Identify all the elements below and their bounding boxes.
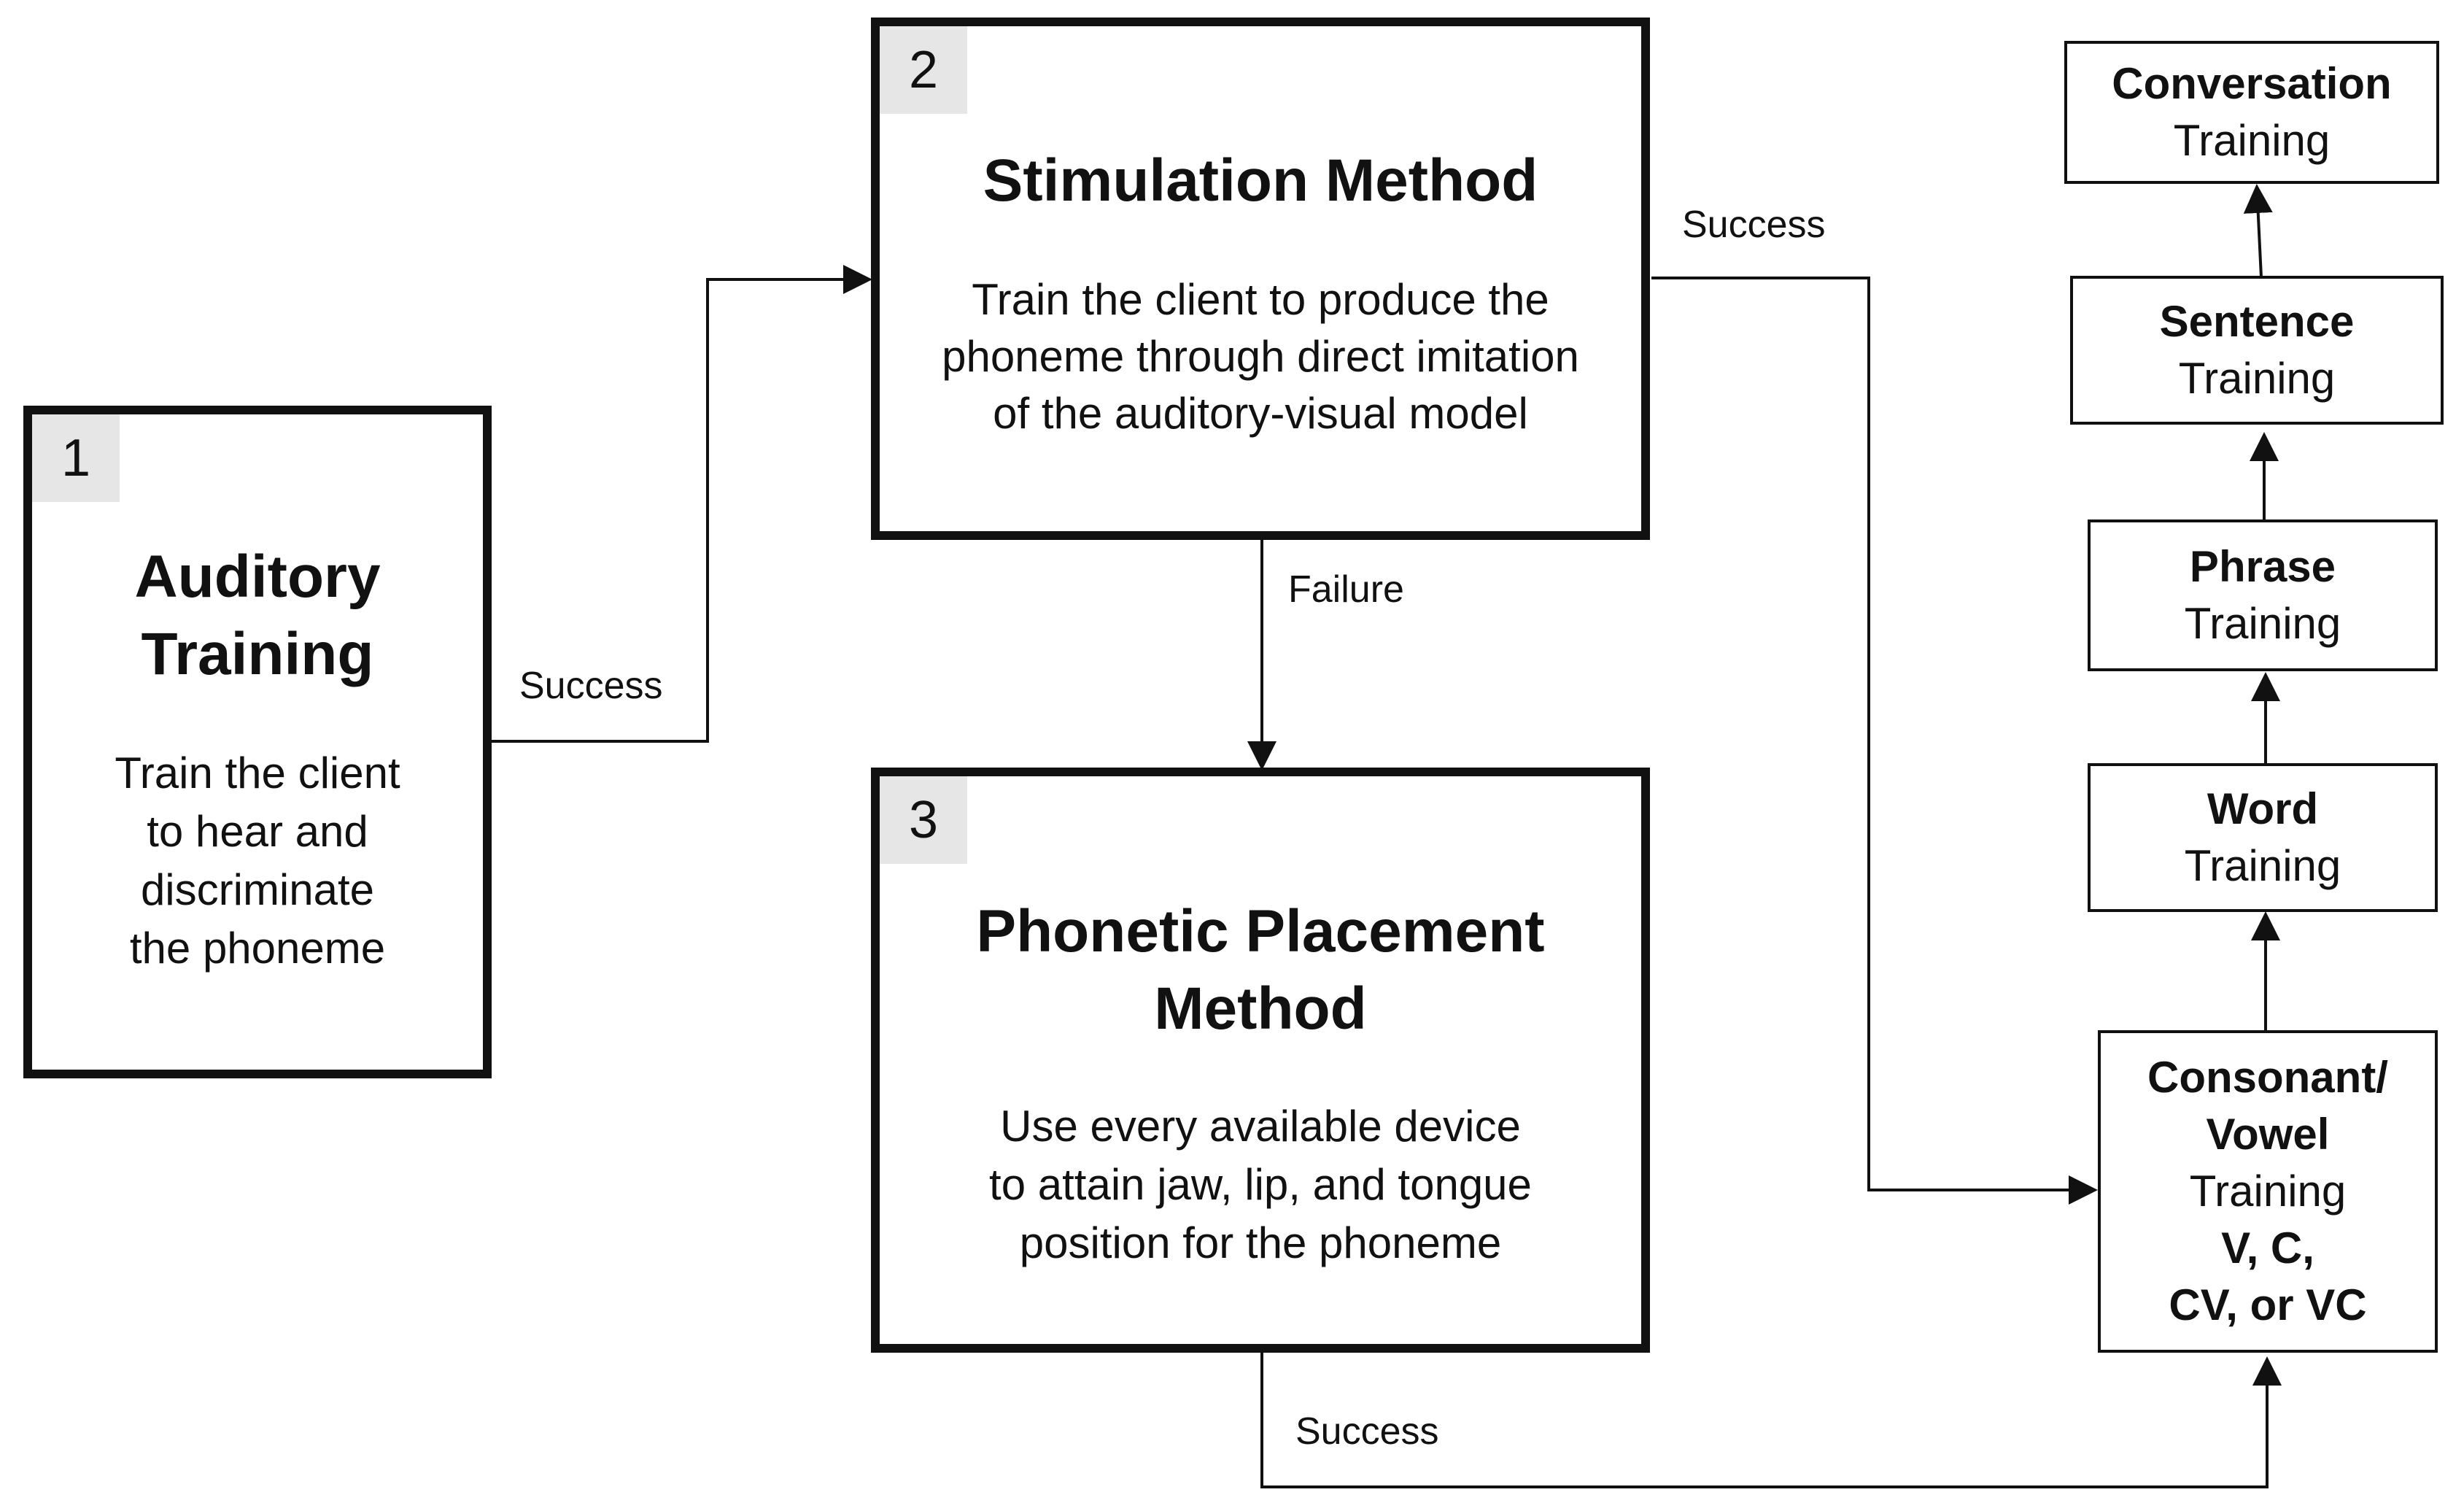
box-description: Train the client to produce the phoneme …	[942, 275, 1579, 438]
step-number: 2	[880, 26, 967, 114]
edge-label-success-stimulation: Success	[1682, 204, 1826, 246]
edge-stimulation-to-cv	[1651, 277, 2098, 1205]
word-training-box: Word Training	[2088, 763, 2438, 912]
edge-label-failure: Failure	[1288, 568, 1404, 611]
phonetic-placement-box: 3 Phonetic Placement Method Use every av…	[871, 768, 1650, 1353]
box-description: Use every available device to attain jaw…	[989, 1102, 1532, 1267]
edge-sentence-to-conversation	[2243, 184, 2273, 278]
phrase-training-box: Phrase Training	[2088, 519, 2438, 671]
sentence-training-box: Sentence Training	[2070, 276, 2444, 425]
edge-auditory-to-stimulation	[489, 265, 872, 743]
edge-label-success-phonetic: Success	[1295, 1410, 1439, 1453]
box-title: Auditory Training	[134, 544, 381, 687]
step-number: 3	[880, 776, 967, 864]
auditory-training-box: 1 Auditory Training Train the client to …	[23, 406, 492, 1078]
consonant-vowel-training-box: Consonant/ Vowel Training V, C, CV, or V…	[2098, 1030, 2438, 1353]
edge-label-success-auditory: Success	[519, 665, 663, 707]
conversation-training-box: Conversation Training	[2064, 41, 2439, 184]
stimulation-method-box: 2 Stimulation Method Train the client to…	[871, 18, 1650, 540]
edge-phonetic-to-cv	[1260, 1353, 2282, 1488]
box-title: Stimulation Method	[983, 147, 1538, 214]
step-number: 1	[32, 414, 120, 502]
box-title: Phonetic Placement Method	[976, 898, 1545, 1042]
box-description: Train the client to hear and discriminat…	[115, 749, 400, 973]
